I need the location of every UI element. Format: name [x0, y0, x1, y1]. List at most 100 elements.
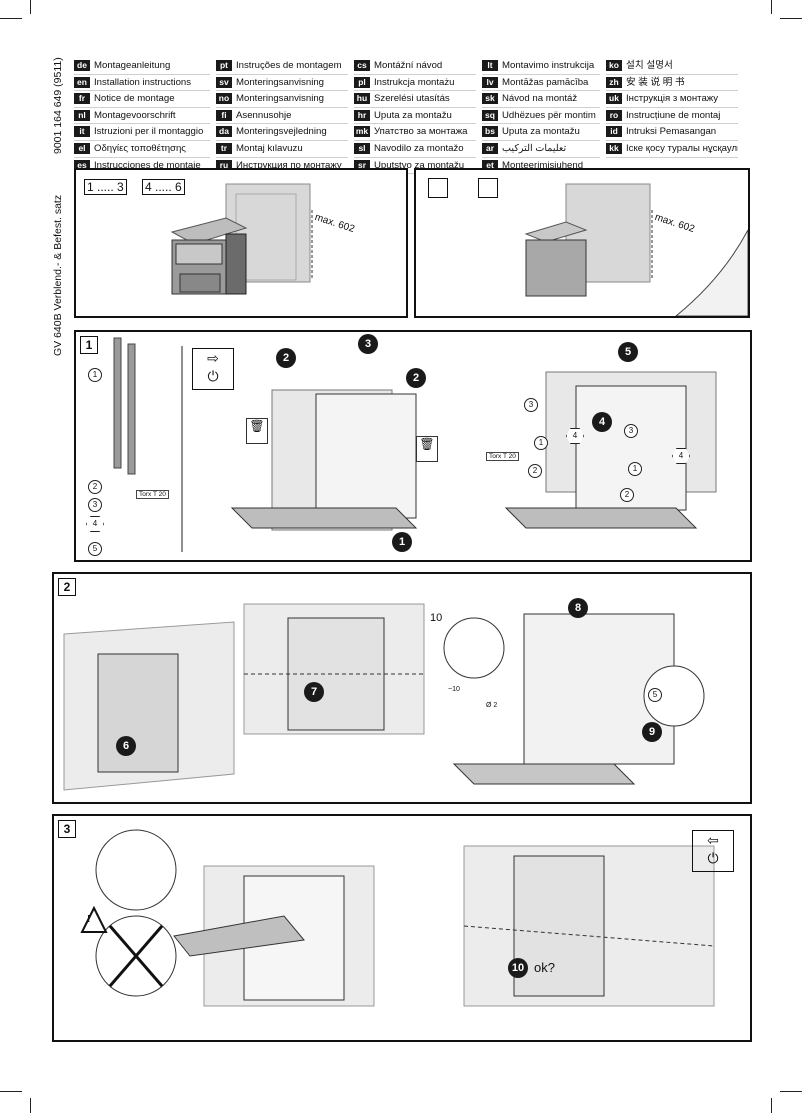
language-code-badge: ko [606, 60, 622, 71]
language-code-badge: cs [354, 60, 370, 71]
language-row: bs Uputa za montažu [482, 124, 600, 141]
step-10-label: 10 [430, 612, 443, 624]
callout-3: 3 [524, 398, 538, 412]
language-title: Monteerimisjuhend [502, 159, 584, 171]
language-row: uk Інструкція з монтажу [606, 91, 738, 108]
crop-mark [780, 1091, 802, 1092]
language-code-badge: sr [354, 159, 370, 171]
language-code-badge: de [74, 60, 90, 71]
callout-1: 1 [534, 436, 548, 450]
panel-step-1: 1 1 2 3 4 5 Torx T 20 ⇨⏻ 🗑 🗑 1 2 3 2 5 4… [74, 330, 752, 562]
step-7: 7 [304, 682, 324, 702]
crop-mark [30, 0, 31, 14]
language-row: sl Navodilo za montažo [354, 141, 476, 158]
step-10: 10 [508, 958, 528, 978]
empty-box-2 [478, 178, 498, 198]
crop-mark [0, 18, 22, 19]
language-title: Monteringsvejledning [236, 126, 327, 138]
crop-mark [30, 1098, 31, 1113]
language-code-badge: lv [482, 76, 498, 88]
language-code-badge: sk [482, 93, 498, 105]
language-row: ko 설치 설명서 [606, 58, 738, 75]
language-title: Uputa za montažu [374, 109, 452, 121]
crop-mark [780, 18, 802, 19]
language-code-badge: ar [482, 142, 498, 154]
language-title: Monteringsanvisning [236, 76, 324, 88]
crop-mark [0, 1091, 22, 1092]
step-2: 2 [276, 348, 296, 368]
panel-a-variant-1-6: 1 ..... 3 4 ..... 6 max. 602 [74, 168, 408, 318]
language-code-badge: mk [354, 126, 370, 138]
language-title: Montaj kılavuzu [236, 142, 303, 154]
language-code-badge: es [74, 159, 90, 171]
language-code-badge: hu [354, 93, 370, 105]
language-title: Istruzioni per il montaggio [94, 126, 204, 138]
language-title: 설치 설명서 [626, 60, 673, 71]
step-2: 2 [406, 368, 426, 388]
language-title: Uputstvo za montažu [374, 159, 465, 171]
side-text: 9001 164 649 (9511) GV 640B Verblend.- &… [52, 57, 70, 358]
language-title: Notice de montage [94, 93, 175, 105]
language-title: تعليمات التركيب [502, 142, 567, 154]
callout-4: 4 [672, 448, 690, 464]
crop-mark [771, 1098, 772, 1113]
language-code-badge: bs [482, 126, 498, 138]
language-code-badge: sl [354, 142, 370, 154]
range-box-2: 4 ..... 6 [142, 179, 185, 195]
crop-mark [771, 0, 772, 14]
language-code-badge: fi [216, 109, 232, 121]
panel-number: 1 [80, 336, 98, 354]
part-callout-2: 2 [88, 480, 102, 494]
language-title: Іске қосу туралы нұсқаулық [626, 142, 738, 154]
callout-5: 5 [648, 688, 662, 702]
callout-1: 1 [628, 462, 642, 476]
language-code-badge: kk [606, 142, 622, 154]
step-9: 9 [642, 722, 662, 742]
language-title: Инструкция по монтажу [236, 159, 342, 171]
language-code-badge: sq [482, 109, 498, 121]
range-box-1: 1 ..... 3 [84, 179, 127, 195]
panel-number: 3 [58, 820, 76, 838]
callout-4: 4 [566, 428, 584, 444]
disposal-icon: 🗑 [416, 436, 438, 462]
step-8: 8 [568, 598, 588, 618]
callout-3: 3 [624, 424, 638, 438]
empty-box-1 [428, 178, 448, 198]
language-code-badge: ru [216, 159, 232, 171]
part-callout-3: 3 [88, 498, 102, 512]
language-title: Інструкція з монтажу [626, 93, 719, 105]
step-5: 5 [618, 342, 638, 362]
step-2-drawing [63, 603, 705, 791]
language-title: Οδηγίες τοποθέτησης [94, 142, 186, 154]
language-code-badge: el [74, 142, 90, 154]
language-title: Uputa za montažu [502, 126, 580, 138]
dishwasher-plain-drawing [524, 183, 748, 316]
language-code-badge: uk [606, 93, 622, 105]
step-3: 3 [358, 334, 378, 354]
language-code-badge: en [74, 76, 90, 88]
language-title: Navodilo za montažo [374, 142, 464, 154]
language-title: Instrukcja montażu [374, 76, 455, 88]
ok-label: ok? [534, 960, 555, 975]
panel-number: 2 [58, 578, 76, 596]
